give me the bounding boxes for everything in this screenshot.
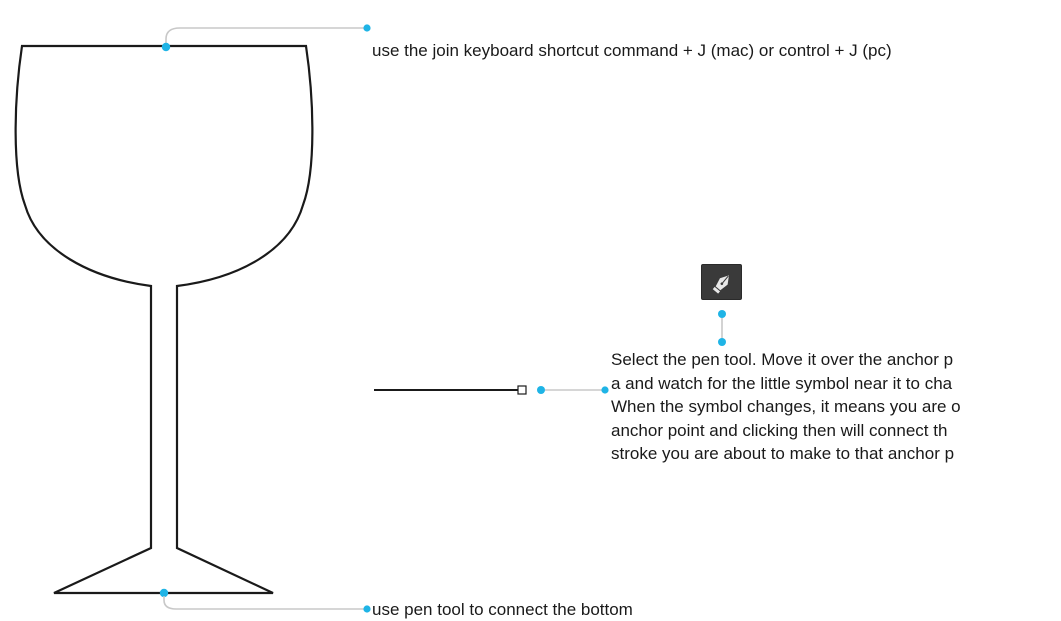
annotation-pen-bottom: use pen tool to connect the bottom — [372, 599, 633, 621]
hollow-anchor-point — [518, 386, 526, 394]
callout-dot-top — [363, 24, 370, 31]
anchor-dot-mid — [537, 386, 545, 394]
annotation-pen-tool-line: When the symbol changes, it means you ar… — [611, 395, 961, 419]
annotation-pen-tool-line: anchor point and clicking then will conn… — [611, 419, 961, 443]
annotation-pen-tool-line: a and watch for the little symbol near i… — [611, 372, 961, 396]
anchor-dot-top — [162, 43, 170, 51]
annotation-pen-tool-line: stroke you are about to make to that anc… — [611, 442, 961, 466]
leader-line-top — [166, 28, 370, 47]
annotation-pen-tool: Select the pen tool. Move it over the an… — [611, 348, 961, 466]
callout-dot-bottom — [363, 605, 370, 612]
pen-dot-bottom — [718, 338, 726, 346]
pen-dot-top — [718, 310, 726, 318]
anchor-dot-bottom — [160, 589, 168, 597]
wine-glass-outline — [16, 46, 313, 593]
pen-tool-button[interactable] — [701, 264, 742, 300]
annotation-pen-tool-line: Select the pen tool. Move it over the an… — [611, 348, 961, 372]
pen-tool-icon — [702, 265, 743, 301]
callout-dot-mid — [601, 386, 608, 393]
annotation-join-shortcut: use the join keyboard shortcut command +… — [372, 40, 892, 62]
leader-line-bottom — [164, 596, 366, 609]
